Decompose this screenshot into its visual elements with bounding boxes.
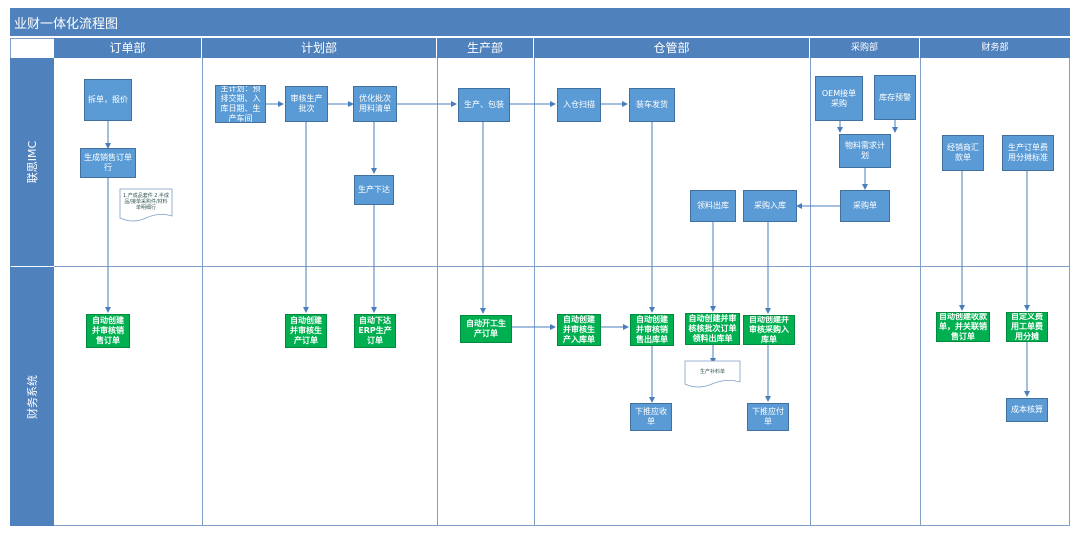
task-wuliao-xuqiu[interactable]: 物料需求计划 xyxy=(839,134,891,168)
lane-header-plan: 计划部 xyxy=(202,38,437,58)
diagram-title: 业财一体化流程图 xyxy=(14,17,119,32)
lane-divider xyxy=(920,58,921,526)
task-shengchan-xiada[interactable]: 生产下达 xyxy=(354,175,394,205)
lane-header-purchase: 采购部 xyxy=(810,38,920,58)
task-shenhe-shengchan[interactable]: 审核生产批次 xyxy=(285,86,328,122)
task-lingliao-chuku[interactable]: 领料出库 xyxy=(690,190,736,222)
task-shengcheng-xiaoshou[interactable]: 生成销售订单行 xyxy=(80,148,136,178)
task-xiatui-yingshou[interactable]: 下推应收单 xyxy=(630,403,672,431)
auto-kaigong[interactable]: 自动开工生产订单 xyxy=(460,315,512,343)
auto-erp-xiada[interactable]: 自动下达ERP生产订单 xyxy=(354,314,396,348)
row-divider xyxy=(54,266,1070,267)
row-header-finance-system: 财务系统 xyxy=(10,267,54,526)
task-chengben-hesuan[interactable]: 成本核算 xyxy=(1006,398,1048,422)
lane-header-production: 生产部 xyxy=(437,38,534,58)
task-shengchan-baozhuang[interactable]: 生产、包装 xyxy=(458,88,510,122)
task-shengchan-feiyong[interactable]: 生产订单费用分摊标准 xyxy=(1002,135,1054,171)
row-header-imc: 联思IMC xyxy=(10,58,54,266)
lane-divider xyxy=(534,58,535,526)
task-jingxiao-huikuan[interactable]: 经销商汇款单 xyxy=(942,135,984,171)
auto-xiaoshou-chuku[interactable]: 自动创建并审核销售出库单 xyxy=(630,314,674,346)
task-caigou-ruku[interactable]: 采购入库 xyxy=(743,190,797,222)
document-shape-shengchan-bu xyxy=(684,360,741,388)
lane-divider xyxy=(202,58,203,526)
lane-divider xyxy=(810,58,811,526)
lane-header-finance: 财务部 xyxy=(920,38,1070,58)
task-zhujihua[interactable]: 主计划：预排交期、入库日期、生产车间 xyxy=(215,85,266,123)
auto-xiaoshou-dingdan[interactable]: 自动创建并审核销售订单 xyxy=(86,314,130,348)
task-chaidan[interactable]: 拆单，报价 xyxy=(84,79,132,121)
auto-lingliao-chuku[interactable]: 自动创建并审核核批次订单领料出库单 xyxy=(685,313,740,345)
lane-header-warehouse: 仓管部 xyxy=(534,38,810,58)
lane-header-order: 订单部 xyxy=(54,38,202,58)
auto-shengchan-ruku[interactable]: 自动创建并审核生产入库单 xyxy=(557,314,601,346)
doc-shengchan-bu: 生产补料单 xyxy=(699,369,725,375)
auto-shoukuan[interactable]: 自动创建收款单，并关联销售订单 xyxy=(936,312,990,342)
auto-shengchan-dingdan[interactable]: 自动创建并审核生产订单 xyxy=(285,314,327,348)
task-kucun-yujing[interactable]: 库存预警 xyxy=(874,75,916,120)
auto-zidingyi-feiyong[interactable]: 自定义费用工单费用分摊 xyxy=(1006,312,1048,342)
doc-chanpin: 1.产成品套件 2.半成品/接单采购件/材料单明细行 xyxy=(122,193,170,211)
task-oem-jiedan[interactable]: OEM接单采购 xyxy=(815,76,863,121)
document-shape-chanpin xyxy=(119,188,173,222)
auto-caigou-ruku[interactable]: 自动创建并审核采购入库单 xyxy=(743,315,795,345)
task-rucang-saomiao[interactable]: 入仓扫描 xyxy=(557,88,601,122)
title-bar xyxy=(10,8,1070,36)
lane-divider xyxy=(437,58,438,526)
task-zhuangche-fahuo[interactable]: 装车发货 xyxy=(629,88,675,122)
task-youhua-pici[interactable]: 优化批次用料清单 xyxy=(353,86,397,122)
task-xiatui-yingfu[interactable]: 下推应付单 xyxy=(747,403,789,431)
task-caigoudan[interactable]: 采购单 xyxy=(840,190,890,222)
